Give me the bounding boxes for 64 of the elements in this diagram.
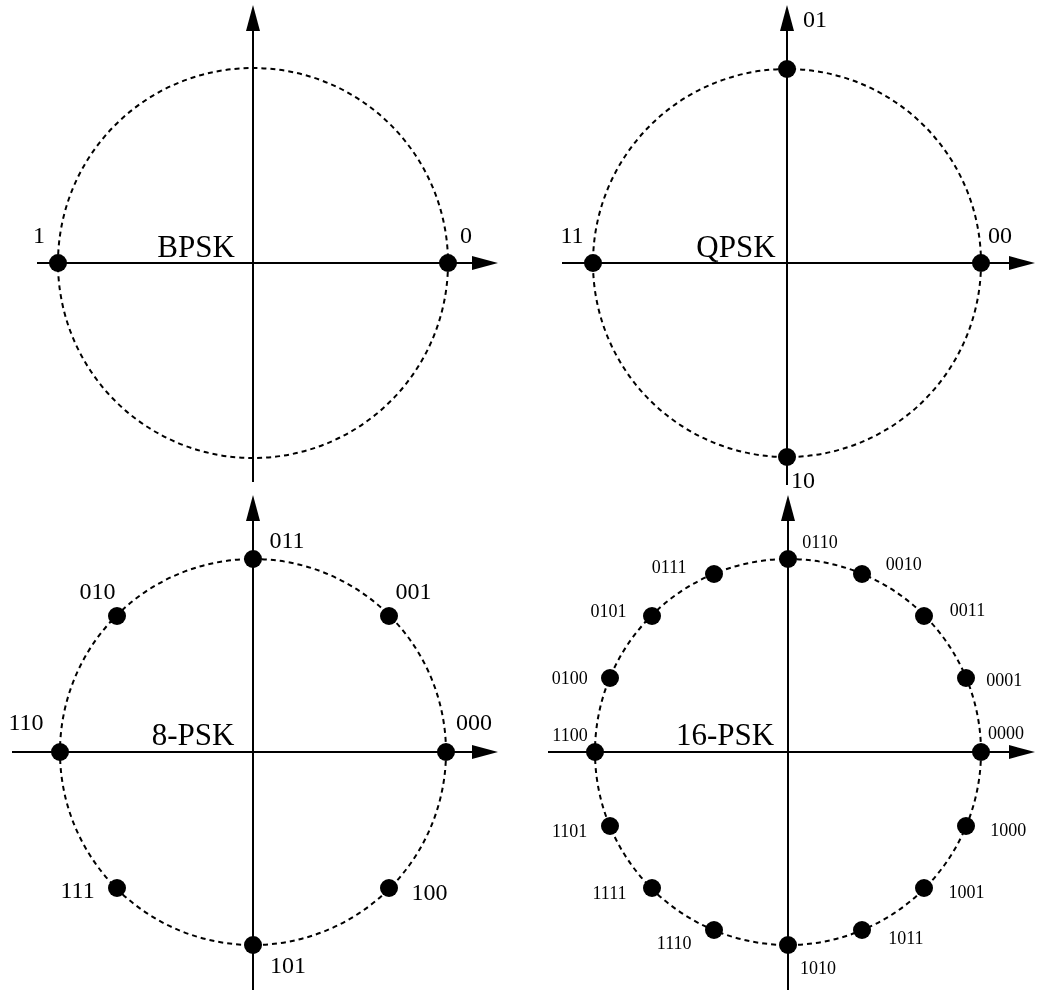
bit-label: 1001 — [948, 883, 985, 902]
bit-label: 0111 — [651, 557, 687, 576]
constellation-point — [107, 879, 126, 898]
bit-label: 010 — [79, 578, 116, 603]
bit-label: 00 — [988, 223, 1012, 247]
bit-label: 0110 — [802, 533, 838, 551]
constellation-point — [642, 606, 661, 625]
bit-label: 01 — [803, 7, 827, 31]
bit-label: 1100 — [552, 726, 588, 744]
constellation-point — [244, 936, 262, 954]
constellation-point — [107, 606, 126, 625]
constellation-point — [49, 254, 67, 272]
bit-label: 0011 — [949, 600, 986, 619]
constellation-point — [705, 921, 724, 940]
bit-label: 0001 — [986, 671, 1023, 690]
constellation-title: BPSK — [157, 230, 235, 262]
bit-label: 1011 — [888, 929, 924, 948]
constellation-point — [972, 254, 990, 272]
constellation-point — [705, 564, 724, 583]
constellation-point — [915, 606, 934, 625]
bit-label: 000 — [456, 710, 492, 734]
bit-label: 0101 — [590, 601, 627, 620]
constellation-point — [852, 921, 871, 940]
bit-label: 0010 — [885, 554, 922, 573]
bit-label: 0000 — [988, 724, 1024, 742]
bit-label: 0 — [460, 223, 472, 247]
bit-label: 1101 — [552, 821, 588, 840]
bit-label: 110 — [8, 710, 44, 734]
bit-label: 1 — [33, 223, 45, 247]
constellation-point — [957, 669, 976, 688]
constellation-title: 16-PSK — [675, 718, 775, 750]
constellation-point — [380, 606, 399, 625]
constellation-point — [779, 936, 797, 954]
bit-label: 10 — [791, 468, 815, 492]
constellation-point — [852, 564, 871, 583]
constellation-title: QPSK — [696, 230, 776, 262]
constellation-point — [51, 743, 69, 761]
bit-label: 111 — [60, 878, 95, 903]
constellation-point — [779, 550, 797, 568]
constellation-point — [642, 879, 661, 898]
constellation-point — [439, 254, 457, 272]
bit-label: 101 — [270, 953, 306, 977]
constellation-point — [972, 743, 990, 761]
constellation-point — [778, 60, 796, 78]
constellation-point — [437, 743, 455, 761]
constellation-point — [600, 816, 619, 835]
constellation-point — [244, 550, 262, 568]
bit-label: 001 — [395, 578, 432, 603]
constellation-point — [586, 743, 604, 761]
bit-label: 0100 — [551, 669, 588, 688]
bit-label: 1010 — [800, 959, 836, 977]
bit-label: 011 — [269, 528, 305, 552]
bit-label: 1111 — [592, 884, 627, 903]
constellation-point — [584, 254, 602, 272]
constellation-title: 8-PSK — [151, 718, 235, 750]
constellation-point — [778, 448, 796, 466]
constellation-point — [600, 669, 619, 688]
constellation-point — [380, 879, 399, 898]
constellation-point — [915, 879, 934, 898]
bit-label: 100 — [411, 880, 448, 905]
bit-label: 1000 — [990, 820, 1027, 839]
constellation-point — [957, 816, 976, 835]
bit-label: 1110 — [656, 934, 692, 953]
bit-label: 11 — [560, 223, 584, 247]
